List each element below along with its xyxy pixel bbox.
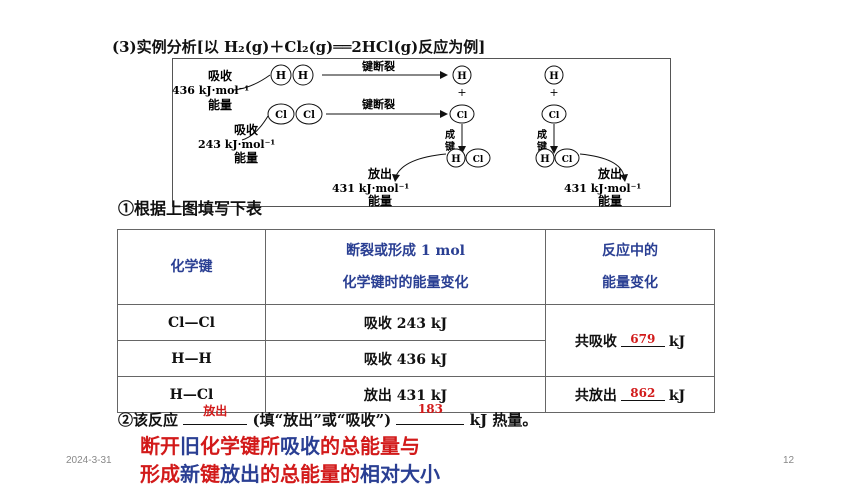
h-atom-label: H <box>540 154 549 165</box>
energy-diagram: H H Cl Cl 键断裂 键断裂 H + Cl H + Cl 成 键 成 键 … <box>172 58 671 208</box>
bond-cell: Cl—Cl <box>117 304 266 341</box>
change-cell: 吸收 243 kJ <box>265 304 546 341</box>
release-answer: 862 <box>620 386 665 401</box>
bond-form-label: 成 <box>537 128 547 141</box>
slide-page-number: 12 <box>783 455 795 466</box>
summary-text: 断开旧化学键所吸收的总能量与 形成新键放出的总能量的相对大小 <box>140 434 440 486</box>
answer-blank-1: 放出 <box>183 404 248 425</box>
plus-sign: + <box>457 86 466 99</box>
release-label: 放出 <box>367 166 392 181</box>
h-atom-label: H <box>549 71 558 82</box>
hcl-energy-value: 431 kJ·mol⁻¹ <box>332 182 409 195</box>
plus-sign: + <box>549 86 558 99</box>
slide-date: 2024-3-31 <box>66 455 112 466</box>
absorb-answer: 679 <box>620 332 665 347</box>
table-header-row: 化学键 断裂或形成 1 mol 化学键时的能量变化 反应中的 能量变化 <box>117 229 715 305</box>
cl-atom-label: Cl <box>549 111 560 121</box>
energy-table: 化学键 断裂或形成 1 mol 化学键时的能量变化 反应中的 能量变化 Cl—C… <box>117 229 715 413</box>
energy-label: 能量 <box>234 150 258 165</box>
change-cell: 放出 431 kJ <box>265 376 546 413</box>
h-atom-circle <box>270 64 292 86</box>
bond-form-label: 成 <box>445 128 455 141</box>
cl-atom-label: Cl <box>562 155 573 165</box>
bond-break-label: 键断裂 <box>361 97 395 111</box>
hcl-energy-value: 431 kJ·mol⁻¹ <box>564 182 641 195</box>
h-atom-label: H <box>451 154 460 165</box>
cl2-energy-value: 243 kJ·mol⁻¹ <box>198 138 275 151</box>
change-cell: 吸收 436 kJ <box>265 340 546 377</box>
bond-cell: H—H <box>117 340 266 377</box>
absorb-label: 吸收 <box>234 122 258 137</box>
h-atom-circle <box>292 64 314 86</box>
h2-energy-value: 436 kJ·mol⁻¹ <box>172 84 249 97</box>
h-atom-label: H <box>276 69 286 82</box>
answer-blank-2: 183 <box>396 402 465 425</box>
energy-label: 能量 <box>208 97 232 112</box>
cl-atom-label: Cl <box>457 111 468 121</box>
cl-atom-circle <box>295 103 323 125</box>
diagram-frame <box>172 58 671 207</box>
h-atom-label: H <box>298 69 308 82</box>
h-atom-label: H <box>457 71 466 82</box>
cl-atom-label: Cl <box>473 155 484 165</box>
question-1: ①根据上图填写下表 <box>118 199 263 218</box>
energy-label: 能量 <box>368 193 392 208</box>
bond-break-label: 键断裂 <box>361 59 395 73</box>
header-reaction-change: 反应中的 能量变化 <box>545 229 715 305</box>
table-row: H—H 吸收 436 kJ <box>117 340 715 377</box>
question-2: ②该反应 放出 (填“放出”或“吸收”) 183 kJ 热量。 <box>118 402 538 429</box>
cl-atom-circle <box>267 103 295 125</box>
cl-atom-label: Cl <box>303 110 315 121</box>
absorb-label: 吸收 <box>208 68 232 83</box>
section-heading: (3)实例分析[以 H₂(g)＋Cl₂(g)══2HCl(g)反应为例] <box>112 38 486 56</box>
release-label: 放出 <box>597 166 622 181</box>
header-bond: 化学键 <box>117 229 266 305</box>
energy-label: 能量 <box>598 193 622 208</box>
header-energy-change: 断裂或形成 1 mol 化学键时的能量变化 <box>265 229 546 305</box>
bond-cell: H—Cl <box>117 376 266 413</box>
cl-atom-label: Cl <box>275 110 287 121</box>
